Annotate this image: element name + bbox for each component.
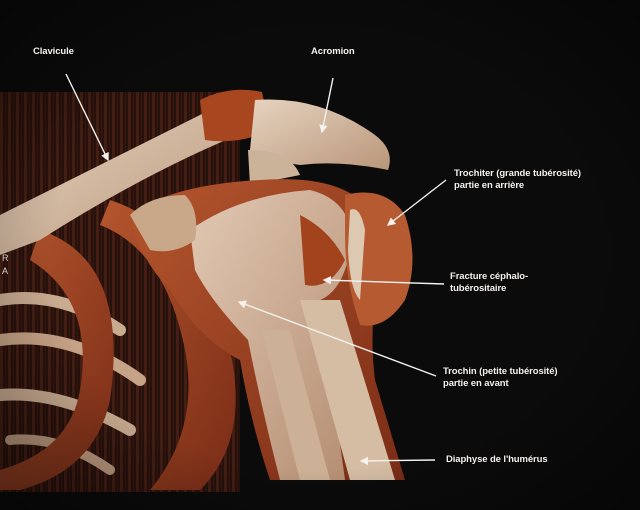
label-trochin: Trochin (petite tubérosité) partie en av… bbox=[443, 366, 558, 389]
label-clavicule: Clavicule bbox=[33, 46, 74, 57]
arrow-trochin bbox=[237, 300, 437, 377]
arrow-acromion bbox=[319, 77, 334, 134]
label-acromion: Acromion bbox=[311, 46, 355, 57]
label-fracture: Fracture céphalo- tubérositaire bbox=[450, 271, 529, 294]
orientation-mark-a: A bbox=[2, 266, 9, 276]
label-diaphyse: Diaphyse de l'humérus bbox=[446, 454, 548, 465]
label-trochiter: Trochiter (grande tubérosité) partie en … bbox=[454, 168, 581, 191]
arrow-trochiter bbox=[386, 179, 447, 226]
orientation-mark-r: R bbox=[2, 253, 9, 263]
arrow-fracture bbox=[322, 276, 445, 285]
annotation-arrows bbox=[65, 73, 447, 466]
arrow-clavicule bbox=[65, 73, 109, 162]
arrow-diaphyse bbox=[359, 456, 436, 466]
